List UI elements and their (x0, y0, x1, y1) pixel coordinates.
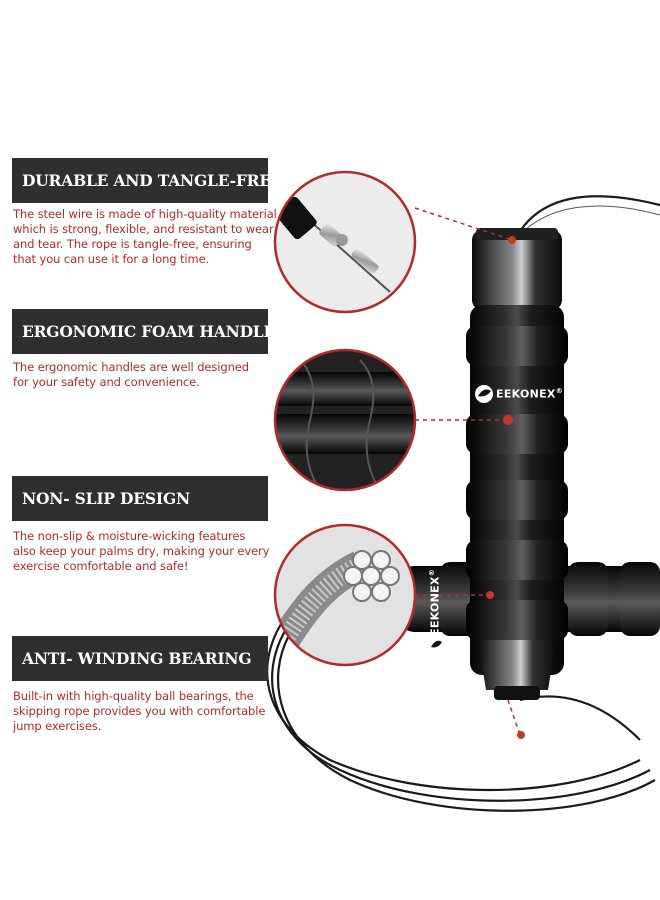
leaf-circle-icon (428, 637, 444, 653)
feature-title-ergonomic: ERGONOMIC FOAM HANDLES (12, 309, 286, 354)
desc-line: jump exercises. (13, 719, 102, 733)
brand-logo: EEKONEX® (496, 387, 563, 401)
feature-desc-non-slip: The non-slip & moisture-wicking features… (13, 529, 283, 574)
registered-mark: ® (428, 568, 436, 577)
desc-line: The steel wire is made of high-quality m… (13, 207, 281, 221)
inset-wire-connector (273, 170, 417, 314)
desc-line: for your safety and convenience. (13, 375, 200, 389)
feature-title-anti-winding: ANTI- WINDING BEARING (12, 636, 268, 681)
desc-line: skipping rope provides you with comforta… (13, 704, 266, 718)
feature-desc-durable: The steel wire is made of high-quality m… (13, 207, 283, 267)
leader-lines (414, 207, 521, 736)
feature-title-non-slip: NON- SLIP DESIGN (12, 476, 268, 521)
desc-line: also keep your palms dry, making your ev… (13, 544, 270, 558)
desc-line: which is strong, flexible, and resistant… (13, 222, 274, 236)
feature-title-durable: DURABLE AND TANGLE-FREE (12, 158, 283, 203)
leaf-circle-icon (475, 385, 493, 403)
desc-line: exercise comfortable and safe! (13, 559, 189, 573)
inset-steel-wire (273, 523, 417, 667)
registered-mark: ® (555, 387, 564, 395)
desc-line: that you can use it for a long time. (13, 252, 210, 266)
feature-desc-anti-winding: Built-in with high-quality ball bearings… (13, 689, 283, 734)
main-handle (466, 228, 568, 700)
brand-logo-text: EEKONEX (428, 576, 442, 636)
feature-desc-ergonomic: The ergonomic handles are well designed … (13, 360, 283, 390)
desc-line: The non-slip & moisture-wicking features (13, 529, 246, 543)
rope-cable (266, 195, 660, 812)
leader-dots (486, 236, 525, 739)
brand-logo-text: EEKONEX (496, 387, 556, 401)
inset-foam-handle (273, 348, 417, 492)
desc-line: The ergonomic handles are well designed (13, 360, 249, 374)
desc-line: and tear. The rope is tangle-free, ensur… (13, 237, 252, 251)
desc-line: Built-in with high-quality ball bearings… (13, 689, 254, 703)
brand-logo-secondary: EEKONEX® (428, 569, 442, 636)
